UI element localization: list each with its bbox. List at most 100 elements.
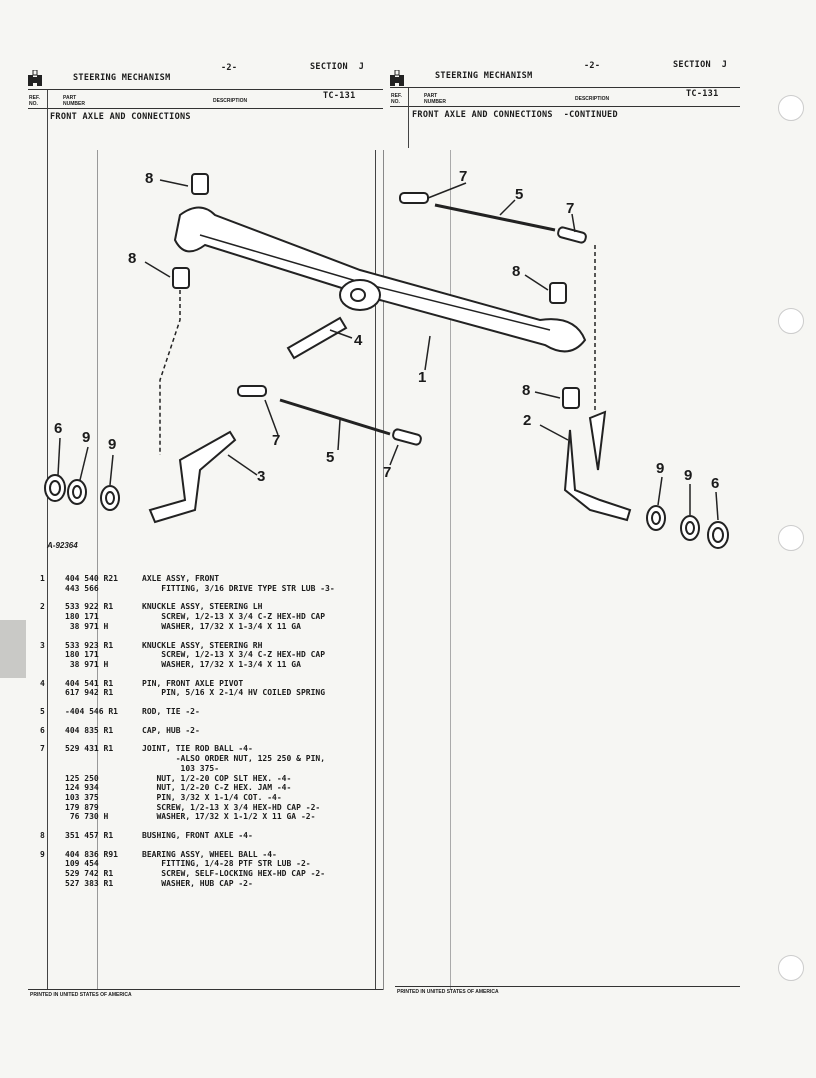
part-description: BEARING ASSY, WHEEL BALL -4- xyxy=(142,849,277,859)
part-description: BUSHING, FRONT AXLE -4- xyxy=(142,831,253,840)
callout-8: 8 xyxy=(522,382,531,399)
parts-row: 6 404 835 R1 CAP, HUB -2- xyxy=(0,726,360,736)
parts-row: 76 730 H WASHER, 17/32 X 1-1/2 X 11 GA -… xyxy=(0,812,360,822)
parts-row: 1 404 540 R21 AXLE ASSY, FRONT xyxy=(0,574,360,584)
ref-number: 1 xyxy=(40,574,45,583)
page-edge-tab xyxy=(0,620,26,678)
ref-number: 3 xyxy=(40,640,45,650)
group-title: FRONT AXLE AND CONNECTIONS -CONTINUED xyxy=(412,110,618,120)
part-description: PIN, 3/32 X 1-1/4 COT. -4- xyxy=(142,792,282,802)
binder-hole xyxy=(778,525,804,551)
parts-row: 527 383 R1 WASHER, HUB CAP -2- xyxy=(0,879,360,889)
part-description: AXLE ASSY, FRONT xyxy=(142,574,220,583)
parts-row: 124 934 NUT, 1/2-20 C-Z HEX. JAM -4- xyxy=(0,783,360,793)
parts-row: 3 533 923 R1 KNUCKLE ASSY, STEERING RH xyxy=(0,641,360,651)
parts-row: 5 -404 546 R1 ROD, TIE -2- xyxy=(0,707,360,717)
part-description: SCREW, 1/2-13 X 3/4 HEX-HD CAP -2- xyxy=(142,802,321,812)
section-title: STEERING MECHANISM xyxy=(435,71,533,81)
part-number: 529 431 R1 xyxy=(65,744,114,754)
part-description: NUT, 1/2-20 COP SLT HEX. -4- xyxy=(142,773,292,783)
page-number: -2- xyxy=(221,63,238,73)
illustration-id: A-92364 xyxy=(47,541,78,550)
col-part-header: PART NUMBER xyxy=(424,93,446,105)
page-number: -2- xyxy=(584,61,601,71)
parts-row: 179 879 SCREW, 1/2-13 X 3/4 HEX-HD CAP -… xyxy=(0,803,360,813)
part-description: WASHER, 17/32 X 1-3/4 X 11 GA xyxy=(142,659,301,669)
part-description: SCREW, 1/2-13 X 3/4 C-Z HEX-HD CAP xyxy=(142,650,326,660)
callout-8: 8 xyxy=(512,263,521,280)
bushing xyxy=(549,282,567,304)
col-part-header: PART NUMBER xyxy=(63,95,85,107)
part-description: KNUCKLE ASSY, STEERING RH xyxy=(142,640,263,650)
part-number: 125 250 xyxy=(65,773,99,783)
bushing xyxy=(562,387,580,409)
part-description: CAP, HUB -2- xyxy=(142,725,200,735)
part-number: 109 454 xyxy=(65,859,99,869)
parts-row: 180 171 SCREW, 1/2-13 X 3/4 C-Z HEX-HD C… xyxy=(0,650,360,660)
part-number: 351 457 R1 xyxy=(65,831,114,840)
parts-row: 103 375 PIN, 3/32 X 1-1/4 COT. -4- xyxy=(0,793,360,803)
part-number: 533 923 R1 xyxy=(65,640,114,650)
part-number: 179 879 xyxy=(65,802,99,812)
callout-5: 5 xyxy=(515,186,524,203)
callout-9: 9 xyxy=(108,436,117,453)
ref-number: 4 xyxy=(40,678,45,688)
ref-number: 2 xyxy=(40,602,45,612)
callout-6: 6 xyxy=(711,475,720,492)
parts-row: 38 971 H WASHER, 17/32 X 1-3/4 X 11 GA xyxy=(0,660,360,670)
part-description: FITTING, 3/16 DRIVE TYPE STR LUB -3- xyxy=(142,583,335,593)
callout-2: 2 xyxy=(523,412,532,429)
part-description: SCREW, 1/2-13 X 3/4 C-Z HEX-HD CAP xyxy=(142,612,326,622)
part-number: 103 375 xyxy=(65,792,99,802)
part-number: 76 730 H xyxy=(65,812,109,822)
part-number: 617 942 R1 xyxy=(65,688,114,698)
callout-3: 3 xyxy=(257,468,266,485)
ref-number: 6 xyxy=(40,725,45,735)
section-title: STEERING MECHANISM xyxy=(73,73,171,83)
part-description: SCREW, SELF-LOCKING HEX-HD CAP -2- xyxy=(142,869,326,879)
part-number: 180 171 xyxy=(65,612,99,622)
exploded-diagram xyxy=(44,173,729,549)
part-number: 404 835 R1 xyxy=(65,725,114,735)
section-label: SECTION J xyxy=(673,60,728,70)
callout-8: 8 xyxy=(145,170,154,187)
ih-logo-icon xyxy=(28,70,42,86)
catalog-code: TC-131 xyxy=(686,89,719,99)
part-description: JOINT, TIE ROD BALL -4- xyxy=(142,744,253,754)
callout-8: 8 xyxy=(128,250,137,267)
callout-1: 1 xyxy=(418,369,427,386)
col-desc-header: DESCRIPTION xyxy=(213,98,248,104)
footer: PRINTED IN UNITED STATES OF AMERICA xyxy=(397,989,499,995)
ref-number: 5 xyxy=(40,707,45,716)
parts-row: 103 375- xyxy=(0,764,360,774)
part-number: 180 171 xyxy=(65,650,99,660)
pivot-pin xyxy=(286,316,348,360)
part-description: WASHER, 17/32 X 1-3/4 X 11 GA xyxy=(142,621,301,631)
parts-row: 180 171 SCREW, 1/2-13 X 3/4 C-Z HEX-HD C… xyxy=(0,612,360,622)
part-description: ROD, TIE -2- xyxy=(142,707,200,716)
part-number: 404 540 R21 xyxy=(65,574,118,583)
part-description: KNUCKLE ASSY, STEERING LH xyxy=(142,602,263,612)
binder-hole xyxy=(778,95,804,121)
part-description: PIN, FRONT AXLE PIVOT xyxy=(142,678,244,688)
callout-4: 4 xyxy=(354,332,363,349)
parts-row: 443 566 FITTING, 3/16 DRIVE TYPE STR LUB… xyxy=(0,584,360,594)
part-number: -404 546 R1 xyxy=(65,707,118,716)
ih-logo-icon xyxy=(390,70,404,86)
callout-7: 7 xyxy=(566,200,575,217)
callout-5: 5 xyxy=(326,449,335,466)
part-number: 38 971 H xyxy=(65,621,109,631)
part-description: WASHER, 17/32 X 1-1/2 X 11 GA -2- xyxy=(142,812,316,822)
parts-row: 617 942 R1 PIN, 5/16 X 2-1/4 HV COILED S… xyxy=(0,688,360,698)
part-description: PIN, 5/16 X 2-1/4 HV COILED SPRING xyxy=(142,688,326,698)
bushing xyxy=(172,267,190,289)
parts-row: 38 971 H WASHER, 17/32 X 1-3/4 X 11 GA xyxy=(0,622,360,632)
callout-9: 9 xyxy=(684,467,693,484)
part-number: 443 566 xyxy=(65,583,99,593)
part-description: -ALSO ORDER NUT, 125 250 & PIN, xyxy=(142,754,326,764)
part-number: 533 922 R1 xyxy=(65,602,114,612)
